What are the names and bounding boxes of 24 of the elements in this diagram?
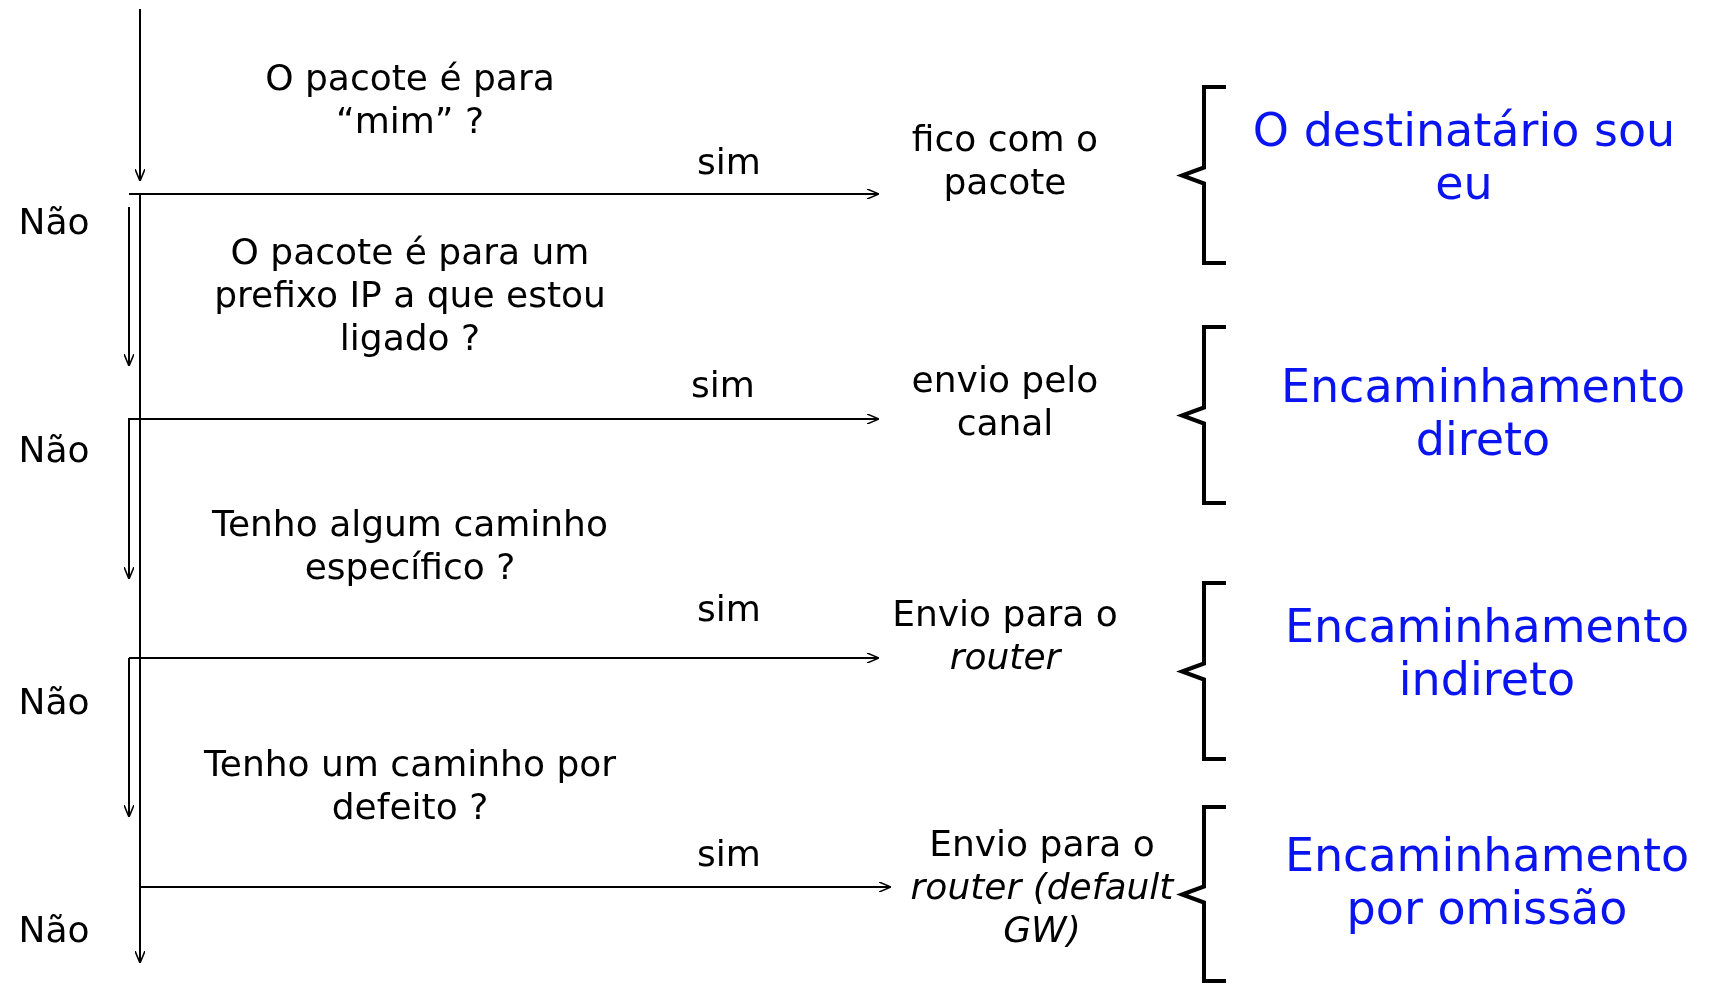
arrow — [128, 652, 880, 664]
category-text: Encaminhamento por omissão — [1283, 829, 1691, 935]
arrow — [128, 413, 880, 425]
branch-label: Não — [17, 428, 91, 472]
branch-label: Não — [17, 908, 91, 952]
question-text: O pacote é para “mim” ? — [264, 56, 556, 143]
edge-label: sim — [690, 363, 756, 407]
question-text: Tenho algum caminho específico ? — [211, 502, 609, 589]
arrow — [128, 188, 880, 200]
branch-label: Não — [17, 680, 91, 724]
question-text: O pacote é para um prefixo IP a que estou ligado ? — [213, 230, 607, 360]
branch-label: Não — [17, 200, 91, 244]
result-text: Envio para o router (default GW) — [892, 822, 1192, 952]
question-text: Tenho um caminho por defeito ? — [202, 742, 618, 829]
result-text: envio pelo canal — [880, 358, 1130, 445]
category-text: Encaminhamento indireto — [1283, 600, 1691, 706]
edge-label: sim — [696, 832, 762, 876]
edge-label: sim — [696, 140, 762, 184]
category-text: O destinatário sou eu — [1251, 104, 1677, 210]
edge-label: sim — [696, 587, 762, 631]
category-text: Encaminhamento direto — [1279, 360, 1687, 466]
result-text: fico com o pacote — [880, 117, 1130, 204]
result-text: Envio para o router — [880, 592, 1130, 679]
arrow — [139, 881, 892, 893]
